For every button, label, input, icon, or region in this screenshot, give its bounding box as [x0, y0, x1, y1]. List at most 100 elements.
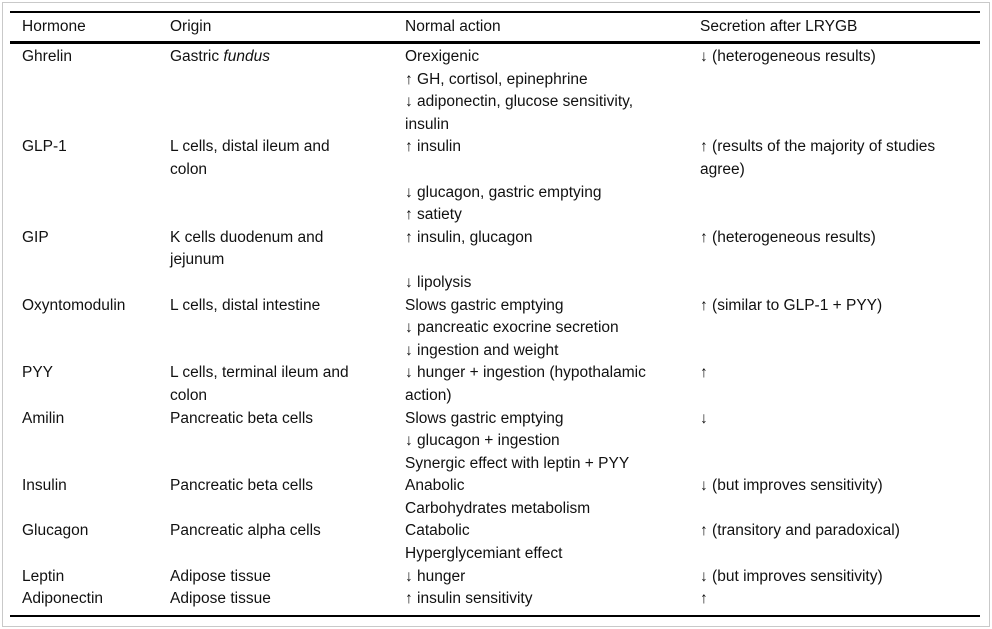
cell-line: Insulin [22, 477, 67, 495]
cell-line: ↓ glucagon, gastric emptying [405, 183, 602, 201]
cell-line: Ghrelin [22, 48, 72, 65]
cell-normal-action: ↑ insulin sensitivity [405, 588, 700, 615]
column-header-origin: Origin [170, 13, 405, 44]
cell-origin: Pancreatic beta cells [170, 408, 405, 476]
cell-line: ↑ insulin [405, 138, 461, 156]
cell-line: Slows gastric emptying [405, 296, 564, 314]
cell-line: ↓ (heterogeneous results) [700, 48, 876, 65]
cell-line: PYY [22, 364, 54, 382]
cell-line: Carbohydrates metabolism [405, 499, 591, 517]
cell-line: action) [405, 386, 452, 404]
table-row: Amilin Pancreatic beta cells Slows gastric… [10, 408, 980, 476]
hormone-table: Hormone Origin Normal action Secretion a… [10, 11, 980, 617]
cell-hormone: Oxyntomodulin [10, 295, 170, 363]
cell-line: Amilin [22, 409, 65, 427]
cell-hormone: Ghrelin [10, 43, 170, 137]
table-header: Hormone Origin Normal action Secretion a… [10, 13, 980, 44]
cell-line: GIP [22, 228, 49, 246]
cell-line: colon [170, 160, 208, 178]
cell-line: insulin [405, 115, 449, 133]
cell-hormone: Amilin [10, 408, 170, 476]
cell-line: ↑ insulin sensitivity [405, 590, 533, 608]
cell-line: ↓ adiponectin, glucose sensitivity, [405, 93, 634, 111]
cell-line: ↑ insulin, glucagon [405, 228, 533, 246]
table-row: PYY L cells, terminal ileum and colon ↓ hun… [10, 362, 980, 407]
cell-secretion-after-lrygb: ↑ (results of the majority of studies agr… [700, 136, 980, 226]
cell-secretion-after-lrygb: ↓ (but improves sensitivity) [700, 475, 980, 520]
cell-secretion-after-lrygb: ↓ (heterogeneous results) [700, 43, 980, 137]
cell-line: ↑ (transitory and paradoxical) [700, 522, 900, 540]
cell-origin: Adipose tissue [170, 588, 405, 615]
cell-line: Pancreatic beta cells [170, 477, 314, 495]
cell-line: ↓ [700, 409, 708, 427]
cell-normal-action: Slows gastric emptying ↓ glucagon + inges… [405, 408, 700, 476]
cell-line: Catabolic [405, 522, 470, 540]
cell-line: ↓ pancreatic exocrine secretion [405, 319, 619, 337]
cell-line: Pancreatic beta cells [170, 409, 314, 427]
cell-origin: Pancreatic alpha cells [170, 520, 405, 565]
cell-line: agree) [700, 160, 745, 178]
cell-line [405, 249, 700, 272]
cell-line: ↑ [700, 590, 708, 608]
cell-line: Adiponectin [22, 590, 104, 608]
cell-secretion-after-lrygb: ↑ (heterogeneous results) [700, 227, 980, 295]
cell-line: ↑ [700, 364, 708, 382]
cell-line: ↑ (results of the majority of studies [700, 138, 936, 156]
cell-line: Slows gastric emptying [405, 409, 564, 427]
cell-line: L cells, terminal ileum and [170, 364, 349, 382]
cell-origin: Gastric fundus [170, 43, 405, 137]
cell-line: ↓ hunger [405, 567, 466, 585]
cell-line: ↓ lipolysis [405, 273, 472, 291]
cell-line: L cells, distal intestine [170, 296, 321, 314]
cell-normal-action: Slows gastric emptying ↓ pancreatic exocr… [405, 295, 700, 363]
cell-hormone: Insulin [10, 475, 170, 520]
table: Hormone Origin Normal action Secretion a… [10, 13, 980, 615]
cell-secretion-after-lrygb: ↑ (similar to GLP-1 + PYY) [700, 295, 980, 363]
cell-secretion-after-lrygb: ↑ [700, 362, 980, 407]
cell-line: colon [170, 386, 208, 404]
cell-line: ↓ (but improves sensitivity) [700, 477, 883, 495]
cell-secretion-after-lrygb: ↓ [700, 408, 980, 476]
cell-line: ↓ glucagon + ingestion [405, 432, 560, 450]
cell-origin: Adipose tissue [170, 566, 405, 589]
cell-secretion-after-lrygb: ↓ (but improves sensitivity) [700, 566, 980, 589]
cell-line: Orexigenic [405, 48, 480, 65]
cell-hormone: PYY [10, 362, 170, 407]
cell-secretion-after-lrygb: ↑ [700, 588, 980, 615]
cell-origin: Pancreatic beta cells [170, 475, 405, 520]
cell-line: Adipose tissue [170, 590, 271, 608]
cell-line: Synergic effect with leptin + PYY [405, 454, 630, 472]
cell-line: jejunum [170, 251, 225, 269]
column-header-hormone: Hormone [10, 13, 170, 44]
cell-line: Adipose tissue [170, 567, 271, 585]
table-row: Leptin Adipose tissue ↓ hunger ↓ (but impro… [10, 566, 980, 589]
cell-line: Pancreatic alpha cells [170, 522, 321, 540]
cell-normal-action: ↑ insulin↓ glucagon, gastric emptying↑ s… [405, 136, 700, 226]
cell-line: Gastric fundus [170, 48, 270, 65]
column-header-normal-action: Normal action [405, 13, 700, 44]
cell-normal-action: ↓ hunger + ingestion (hypothalamic action… [405, 362, 700, 407]
cell-line: Leptin [22, 567, 65, 585]
cell-line: L cells, distal ileum and [170, 138, 330, 156]
cell-normal-action: ↓ hunger [405, 566, 700, 589]
cell-hormone: Glucagon [10, 520, 170, 565]
cell-origin: L cells, distal intestine [170, 295, 405, 363]
table-row: Adiponectin Adipose tissue ↑ insulin sensi… [10, 588, 980, 615]
cell-hormone: GLP-1 [10, 136, 170, 226]
cell-origin: L cells, terminal ileum and colon [170, 362, 405, 407]
cell-hormone: Adiponectin [10, 588, 170, 615]
cell-origin: L cells, distal ileum and colon [170, 136, 405, 226]
cell-line [405, 159, 700, 182]
cell-secretion-after-lrygb: ↑ (transitory and paradoxical) [700, 520, 980, 565]
cell-hormone: Leptin [10, 566, 170, 589]
cell-line: ↓ hunger + ingestion (hypothalamic [405, 364, 646, 382]
